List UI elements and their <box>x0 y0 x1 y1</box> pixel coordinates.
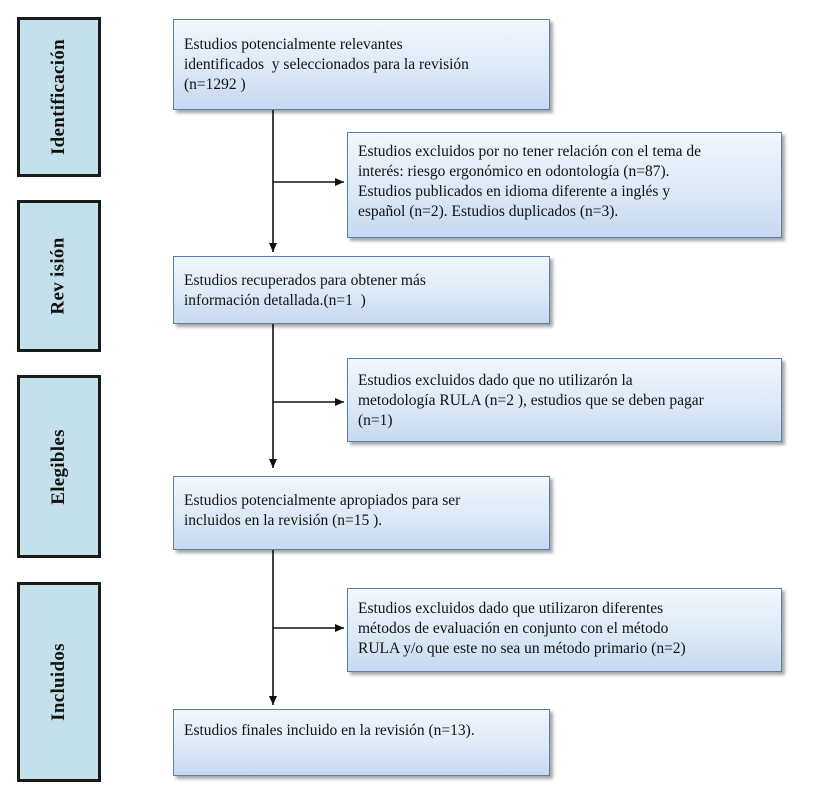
stage-elegibles: Elegibles <box>17 375 101 558</box>
stage-identificacion: Identificación <box>17 17 101 177</box>
box-line: Estudios excluidos dado que utilizaron d… <box>358 600 664 617</box>
box-line: RULA y/o que este no sea un método prima… <box>358 640 686 657</box>
box-line: Estudios excluidos dado que no utilizaró… <box>358 372 633 389</box>
box-line: español (n=2). Estudios duplicados (n=3)… <box>358 203 619 220</box>
box-line: interés: riesgo ergonómico en odontologí… <box>358 163 670 180</box>
stage-revision: Rev isión <box>17 200 101 352</box>
box-line: Estudios publicados en idioma diferente … <box>358 183 671 200</box>
box-line: (n=1292 ) <box>184 76 246 93</box>
box-line: identificados y seleccionados para la re… <box>184 56 469 73</box>
box-identified: Estudios potencialmente relevantes ident… <box>173 19 550 110</box>
box-eligible: Estudios potencialmente apropiados para … <box>173 476 550 550</box>
box-line: información detallada.(n=1 ) <box>184 292 366 309</box>
box-line: métodos de evaluación en conjunto con el… <box>358 620 669 637</box>
box-line: Estudios recuperados para obtener más <box>184 272 426 289</box>
box-line: Estudios excluidos por no tener relación… <box>358 143 702 160</box>
box-line: Estudios potencialmente apropiados para … <box>184 492 461 509</box>
box-excluded-3: Estudios excluidos dado que utilizaron d… <box>347 588 782 672</box>
box-line: (n=1) <box>358 412 393 429</box>
box-retrieved: Estudios recuperados para obtener más in… <box>173 256 550 324</box>
box-line: metodología RULA (n=2 ), estudios que se… <box>358 392 704 409</box>
box-line: incluidos en la revisión (n=15 ). <box>184 512 383 529</box>
stage-incluidos: Incluidos <box>17 582 101 782</box>
box-line: Estudios finales incluido en la revisión… <box>184 722 475 739</box>
box-line: Estudios potencialmente relevantes <box>184 36 403 53</box>
box-excluded-2: Estudios excluidos dado que no utilizaró… <box>347 358 782 442</box>
box-final: Estudios finales incluido en la revisión… <box>173 709 550 776</box>
box-excluded-1: Estudios excluidos por no tener relación… <box>347 132 782 238</box>
